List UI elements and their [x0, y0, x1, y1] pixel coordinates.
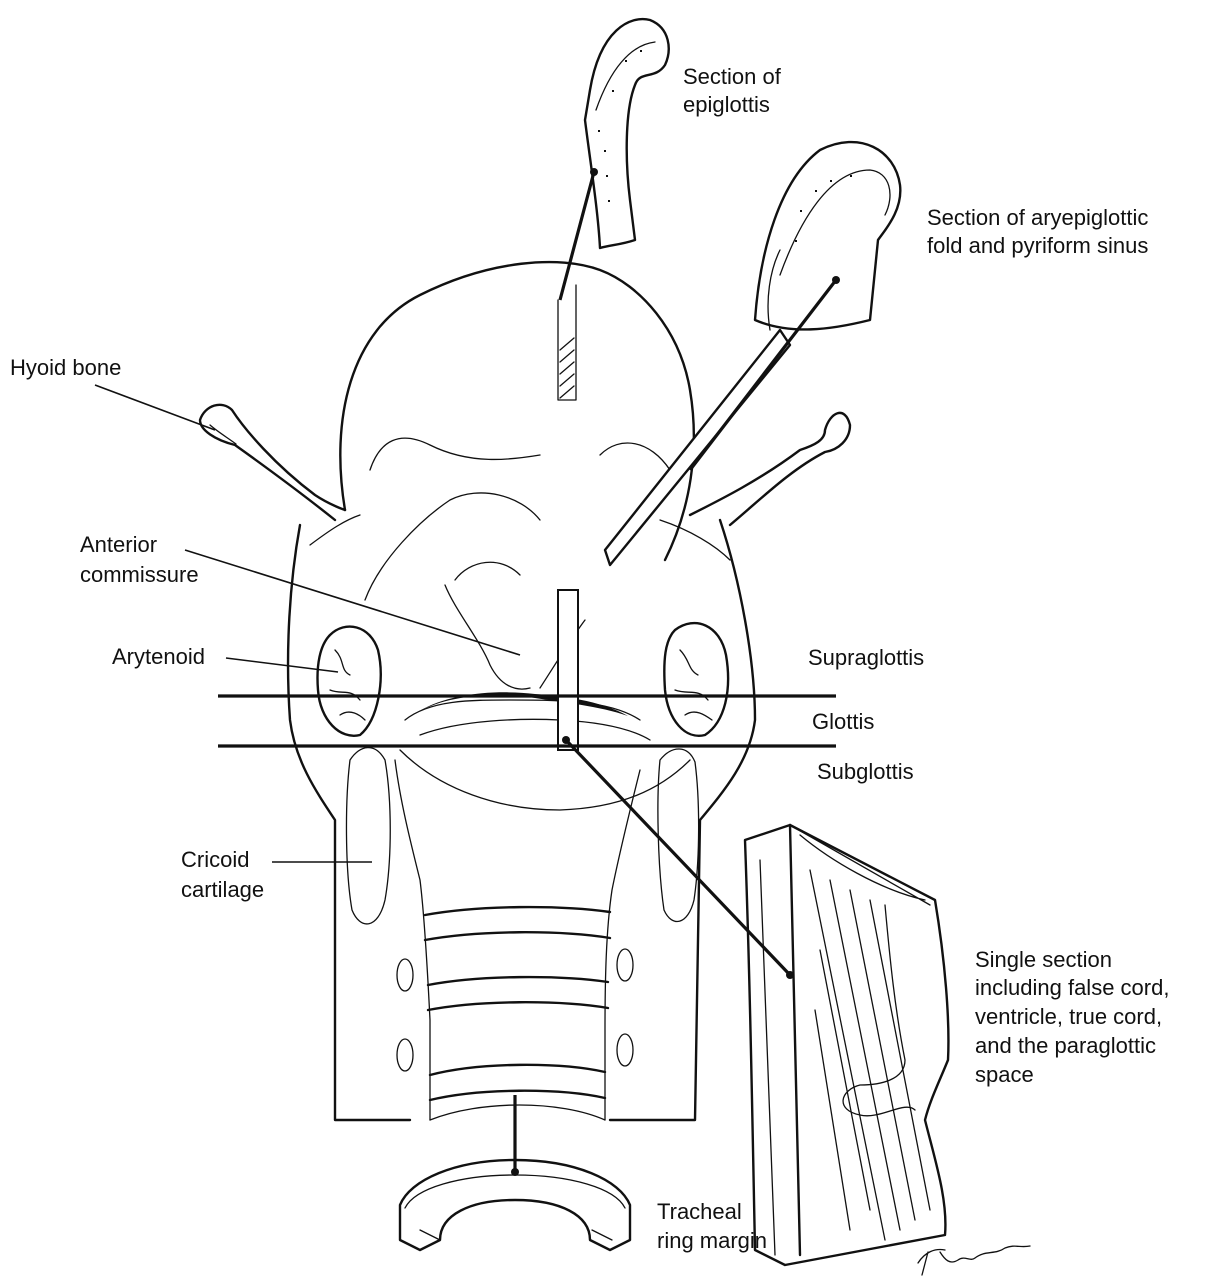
hyoid-leader [95, 385, 215, 430]
label-tracheal-2: ring margin [657, 1228, 767, 1253]
label-anterior-commissure-2: commissure [80, 562, 199, 587]
aryepiglottic-section-specimen [755, 142, 900, 330]
label-single-section-4: and the paraglottic [975, 1033, 1156, 1058]
label-single-section-1: Single section [975, 947, 1112, 972]
label-subglottis: Subglottis [817, 759, 914, 784]
label-anterior-commissure-1: Anterior [80, 532, 157, 557]
label-supraglottis: Supraglottis [808, 645, 924, 670]
arytenoid-right [664, 623, 728, 736]
anterior-commissure-leader [185, 550, 520, 655]
label-section-epiglottis-1: Section of [683, 64, 782, 89]
label-section-aryepiglottic-1: Section of aryepiglottic [927, 205, 1148, 230]
glottis-section-slot [558, 590, 578, 750]
level-lines [218, 696, 836, 746]
label-section-epiglottis-2: epiglottis [683, 92, 770, 117]
epiglottis-section-slot [558, 285, 576, 400]
arytenoid-leader [226, 658, 338, 672]
label-cricoid-1: Cricoid [181, 847, 249, 872]
label-single-section-2: including false cord, [975, 975, 1169, 1000]
label-single-section-3: ventricle, true cord, [975, 1004, 1162, 1029]
label-glottis: Glottis [812, 709, 874, 734]
artist-signature [918, 1246, 1030, 1275]
label-hyoid-bone: Hyoid bone [10, 355, 121, 380]
single-section-specimen [745, 825, 948, 1265]
label-arytenoid: Arytenoid [112, 644, 205, 669]
label-single-section-5: space [975, 1062, 1034, 1087]
labels: Section of epiglottis Section of aryepig… [10, 64, 1169, 1253]
label-cricoid-2: cartilage [181, 877, 264, 902]
epiglottis-section-specimen [585, 19, 669, 248]
label-section-aryepiglottic-2: fold and pyriform sinus [927, 233, 1148, 258]
aryepiglottic-section-slot [605, 330, 790, 565]
arytenoid-left [318, 627, 381, 736]
label-tracheal-1: Tracheal [657, 1199, 742, 1224]
